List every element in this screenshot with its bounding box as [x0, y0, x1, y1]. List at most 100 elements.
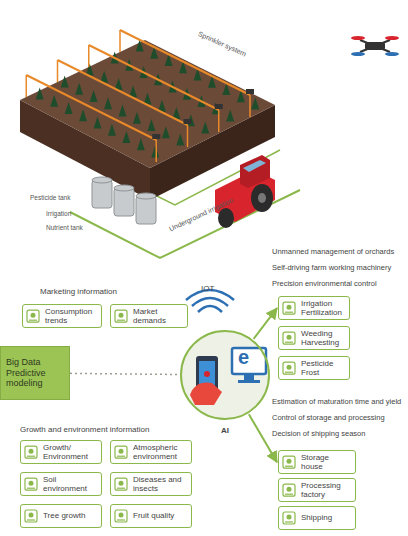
box-icon	[119, 481, 124, 486]
ai-circle-fill	[181, 331, 269, 419]
info-box: Atmospheric environment	[110, 440, 192, 464]
pipe-pole	[187, 125, 189, 147]
box-icon	[285, 312, 293, 313]
tree	[79, 109, 87, 121]
box-icon	[285, 494, 293, 495]
sprinkler-head	[184, 119, 192, 124]
tree	[119, 105, 127, 117]
tree	[104, 97, 112, 109]
node-text: Big Data Predictive modeling	[6, 357, 64, 389]
tractor	[215, 155, 275, 228]
node-text: Fruit quality	[133, 511, 174, 520]
pipe-pole	[156, 140, 158, 162]
sprinkler-head	[246, 89, 254, 94]
box-icon	[287, 459, 292, 464]
tree	[90, 90, 98, 102]
box-icon	[25, 446, 37, 458]
info-box: Soil environment	[20, 472, 102, 496]
label: Growth and environment information	[20, 426, 149, 435]
pipe-pole	[26, 75, 28, 97]
tree	[226, 109, 234, 121]
box-icon	[115, 510, 127, 522]
drone	[351, 36, 399, 56]
box-icon	[283, 362, 295, 374]
box-icon	[29, 320, 37, 321]
node-text: Irrigation Fertilization	[301, 299, 346, 317]
field-top	[20, 40, 275, 168]
data-box: Big Data Predictive modeling	[0, 346, 70, 400]
box-icon	[287, 305, 292, 310]
info-box: Storage house	[278, 450, 356, 474]
box-icon	[27, 310, 39, 322]
box-icon	[27, 488, 35, 489]
tree	[36, 88, 44, 100]
sprinkler-pipe	[26, 75, 156, 140]
info-box: Consumption trends	[22, 304, 102, 328]
label: Sprinkler system	[197, 30, 247, 58]
box-icon	[285, 342, 293, 343]
info-box: Processing factory	[278, 478, 356, 502]
box-icon	[287, 335, 292, 340]
box-icon	[287, 515, 292, 520]
box-icon	[283, 484, 295, 496]
label: Marketing information	[40, 288, 117, 297]
node-text: Consumption trends	[45, 307, 98, 325]
node-text: Pesticide Frost	[301, 359, 346, 377]
sprinkler-pipe	[89, 45, 219, 110]
sprinkler-head	[152, 134, 160, 139]
box-icon	[27, 456, 35, 457]
label: Decision of shipping season	[272, 430, 365, 438]
connector	[70, 373, 179, 374]
box-icon	[283, 512, 295, 524]
node-text: Growth/ Environment	[43, 443, 98, 461]
box-icon	[283, 332, 295, 344]
tree	[65, 102, 73, 114]
tanks	[92, 177, 156, 224]
label: e	[238, 346, 249, 368]
label: IOT	[201, 285, 214, 294]
label: Pesticide tank	[30, 194, 70, 201]
box-icon	[287, 487, 292, 492]
node-text: Diseases and insects	[133, 475, 188, 493]
info-box: Shipping	[278, 506, 356, 530]
info-box: Market demands	[110, 304, 188, 328]
label: Control of storage and processing	[272, 414, 385, 422]
box-icon	[117, 519, 125, 520]
node-text: Market demands	[133, 307, 184, 325]
tree	[94, 117, 102, 129]
tree	[251, 97, 259, 109]
label: Nutrient tank	[46, 224, 83, 231]
box-icon	[115, 310, 127, 322]
tree	[75, 83, 83, 95]
node-text: Weeding Harvesting	[301, 329, 346, 347]
box-icon	[29, 449, 34, 454]
tree	[133, 112, 141, 124]
pipe-pole	[57, 60, 59, 82]
label: Irrigation	[46, 210, 71, 217]
sprinkler-pipe	[120, 30, 250, 95]
label: Self-driving farm working machinery	[272, 264, 391, 272]
label: Precision environmental control	[272, 280, 377, 288]
pipe-pole	[88, 45, 90, 67]
box-icon	[119, 313, 124, 318]
info-box: Weeding Harvesting	[278, 326, 350, 350]
box-icon	[283, 302, 295, 314]
pipe-pole	[218, 110, 220, 132]
tree	[162, 126, 170, 138]
pipe-pole	[249, 95, 251, 117]
label: Estimation of maturation time and yield	[272, 398, 401, 406]
box-icon	[115, 446, 127, 458]
info-box: Irrigation Fertilization	[278, 296, 350, 320]
tree	[50, 95, 58, 107]
box-icon	[115, 478, 127, 490]
box-icon	[29, 513, 34, 518]
info-box: Fruit quality	[110, 504, 192, 528]
box-icon	[31, 313, 36, 318]
info-box: Pesticide Frost	[278, 356, 350, 380]
node-text: Atmospheric environment	[133, 443, 188, 461]
box-icon	[25, 478, 37, 490]
tree	[137, 138, 145, 150]
node-text: Tree growth	[43, 511, 85, 520]
tree	[108, 124, 116, 136]
box-icon	[117, 488, 125, 489]
